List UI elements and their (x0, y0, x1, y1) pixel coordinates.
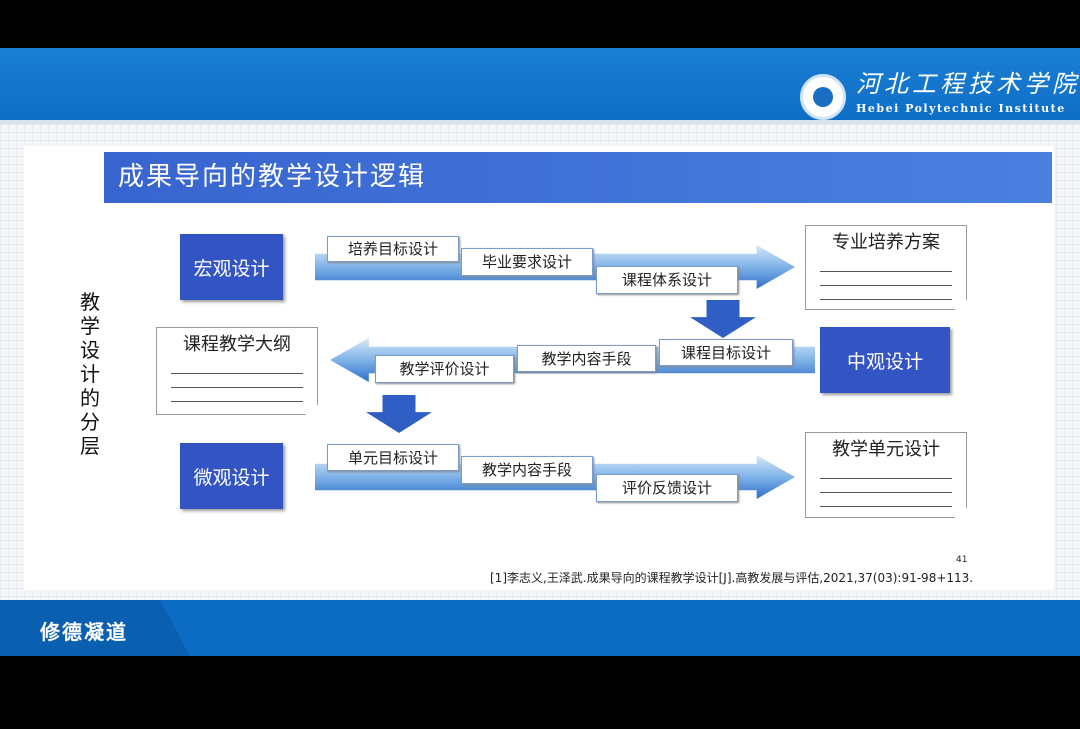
output-title: 专业培养方案 (832, 232, 940, 253)
slide-title: 成果导向的教学设计逻辑 (104, 152, 1052, 203)
footer-motto: 修德凝道 (40, 620, 128, 644)
level-macro: 宏观设计 (180, 234, 283, 300)
school-name-en: Hebei Polytechnic Institute (856, 102, 1066, 115)
citation: [1]李志义,王泽武.成果导向的课程教学设计[J].高教发展与评估,2021,3… (490, 571, 974, 585)
page-number: 41 (956, 555, 968, 565)
school-logo-icon (800, 74, 846, 120)
footer-band (0, 600, 1080, 656)
step-label: 培养目标设计 (327, 236, 459, 262)
step-label: 教学内容手段 (517, 345, 656, 372)
school-name-cn: 河北工程技术学院 (856, 70, 1080, 98)
step-label: 评价反馈设计 (596, 474, 738, 502)
step-label: 单元目标设计 (327, 444, 459, 471)
output-title: 教学单元设计 (832, 439, 940, 460)
level-meso: 中观设计 (820, 327, 950, 393)
output-document: 专业培养方案 (805, 225, 967, 310)
step-label: 教学内容手段 (461, 456, 593, 484)
side-label: 教学设计的分层 (80, 290, 100, 458)
step-label: 课程目标设计 (659, 339, 793, 366)
output-document: 教学单元设计 (805, 432, 967, 518)
step-label: 教学评价设计 (375, 355, 514, 383)
step-label: 毕业要求设计 (461, 248, 593, 276)
level-micro: 微观设计 (180, 443, 283, 509)
output-title: 课程教学大纲 (183, 334, 291, 355)
output-document: 课程教学大纲 (156, 327, 318, 415)
step-label: 课程体系设计 (596, 266, 738, 294)
